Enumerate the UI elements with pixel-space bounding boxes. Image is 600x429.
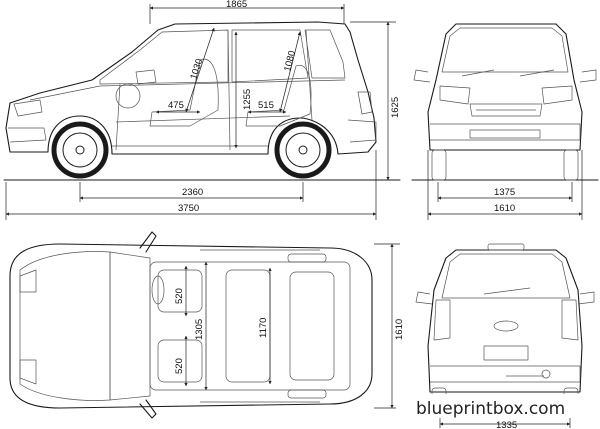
dim-roof-length: 1865 [226, 0, 247, 10]
dim-rear-track: 1335 [496, 420, 517, 429]
dim-front-track: 1375 [494, 187, 515, 198]
dim-rear-seat-depth: 515 [258, 100, 274, 111]
dim-front-seat-depth: 475 [168, 100, 184, 111]
dim-front-headroom: 1030 [188, 57, 205, 81]
dim-overall-width-front: 1610 [494, 203, 515, 214]
top-view: 520 520 1305 1170 1610 [9, 231, 405, 419]
dim-overall-width-top: 1610 [394, 319, 405, 340]
watermark-backdrop [396, 394, 600, 418]
front-view: 1375 1610 [411, 23, 599, 220]
dim-overall-height: 1625 [390, 97, 401, 118]
dim-rear-seat-width: 520 [174, 358, 185, 374]
dim-cabin-width: 1170 [258, 318, 269, 338]
side-view: 1865 1625 1030 1080 1255 475 515 2360 37… [3, 0, 401, 220]
dim-overall-length: 3750 [178, 203, 199, 214]
watermark-text: blueprintbox.com [416, 399, 565, 419]
dim-rear-headroom: 1080 [282, 50, 298, 73]
dim-interior-width: 1305 [194, 319, 205, 340]
dim-front-seat-width: 520 [174, 288, 185, 304]
dim-wheelbase: 2360 [182, 187, 203, 198]
dim-interior-height: 1255 [242, 89, 253, 110]
